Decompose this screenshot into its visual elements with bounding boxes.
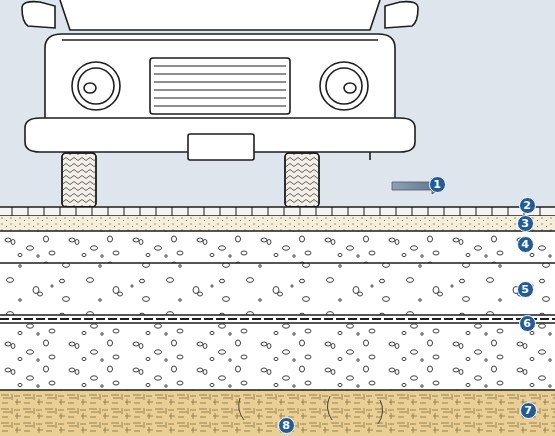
- callout-number: 5: [521, 284, 529, 295]
- layer-boundaries: [0, 231, 555, 390]
- geotextile-layer: [0, 315, 555, 323]
- callout-number: 6: [523, 318, 531, 329]
- callout-number: 4: [521, 239, 529, 250]
- callout-badge: 8: [278, 417, 295, 434]
- callout-badge: 5: [517, 281, 534, 298]
- paver-layer: [0, 207, 555, 216]
- callout-badge: 2: [519, 197, 536, 214]
- callout-badge: 1: [429, 176, 446, 193]
- callout-number: 8: [282, 420, 290, 431]
- car-wheels: [62, 153, 319, 207]
- callout-badge: 4: [517, 236, 534, 253]
- callout-number: 7: [524, 405, 532, 416]
- subbase-layer: [0, 263, 555, 315]
- callout-badge: 6: [519, 315, 536, 332]
- callout-badge: 3: [517, 215, 534, 232]
- callout-number: 2: [523, 200, 531, 211]
- subgrade-layer: [0, 390, 555, 436]
- base-layer: [0, 231, 555, 263]
- car: [22, 0, 418, 160]
- callout-badge: 7: [520, 402, 537, 419]
- callout-number: 3: [521, 218, 529, 229]
- capping-layer: [0, 323, 555, 390]
- sky-background: [0, 0, 555, 207]
- sand-bedding-layer: [0, 216, 555, 231]
- callout-number: 1: [433, 179, 441, 190]
